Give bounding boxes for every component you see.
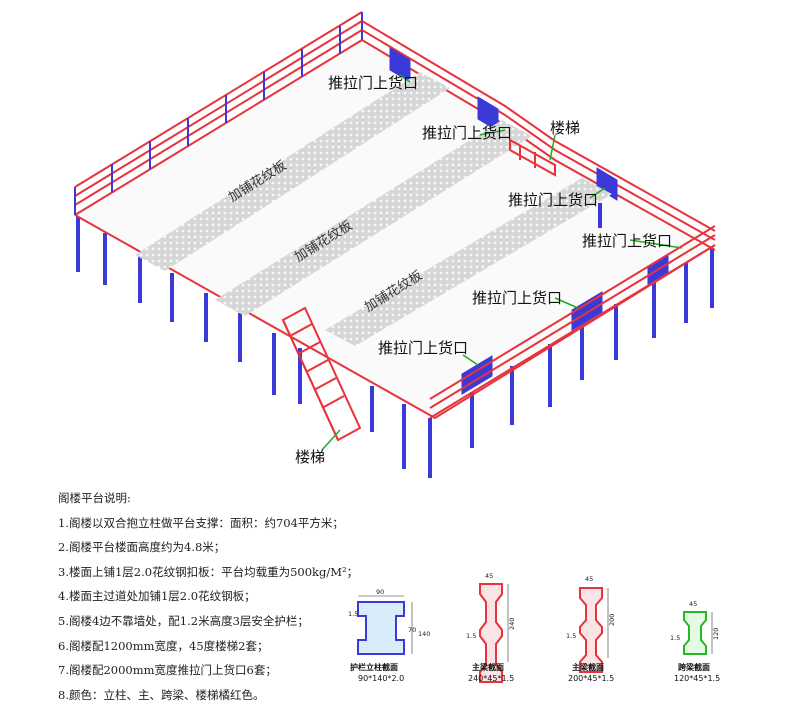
note-item: 3.楼面上铺1层2.0花纹钢扣板：平台均载重为500kg/M²； bbox=[58, 564, 359, 579]
walkway-2 bbox=[215, 120, 532, 316]
cross-section-size: 120*45*1.5 bbox=[674, 674, 720, 683]
section-post: 90 1.5 70 140 护栏立柱截面 90*140*2.0 bbox=[348, 588, 430, 683]
callout-door-right2: 推拉门上货口 bbox=[582, 232, 672, 250]
beam1-dim-thickness: 1.5 bbox=[466, 632, 476, 640]
section-cross-beam: 45 120 1.5 跨梁截面 120*45*1.5 bbox=[670, 600, 720, 683]
callout-door-mid: 推拉门上货口 bbox=[422, 124, 512, 142]
callout-stairs-front: 楼梯 bbox=[295, 448, 325, 466]
callout-stairs-top: 楼梯 bbox=[550, 119, 580, 137]
callout-door-front: 推拉门上货口 bbox=[378, 339, 468, 357]
beam2-section-size: 200*45*1.5 bbox=[568, 674, 614, 683]
beam1-section-title: 主梁截面 bbox=[472, 662, 504, 672]
section-main-beam-1: 45 240 1.5 主梁截面 240*45*1.5 bbox=[466, 572, 516, 683]
note-item: 2.阁楼平台楼面高度约为4.8米； bbox=[58, 540, 226, 555]
callout-door-right3: 推拉门上货口 bbox=[472, 289, 562, 307]
note-item: 5.阁楼4边不靠墙处，配1.2米高度3层安全护栏； bbox=[58, 613, 309, 628]
note-item: 4.楼面主过道处加铺1层2.0花纹钢板； bbox=[58, 589, 256, 604]
post-dim-thickness: 1.5 bbox=[348, 610, 358, 618]
door-panel-5 bbox=[571, 291, 603, 331]
beam1-dim-width: 45 bbox=[485, 572, 493, 580]
cross-dim-width: 45 bbox=[689, 600, 697, 608]
beam1-section-size: 240*45*1.5 bbox=[468, 674, 514, 683]
support-columns bbox=[76, 203, 714, 478]
callout-door-right1: 推拉门上货口 bbox=[508, 191, 598, 209]
door-panel-3 bbox=[596, 167, 618, 201]
beam2-dim-width: 45 bbox=[585, 575, 593, 583]
beam2-dim-height: 200 bbox=[608, 614, 616, 626]
callout-door-top: 推拉门上货口 bbox=[328, 74, 418, 92]
post-section-size: 90*140*2.0 bbox=[358, 674, 404, 683]
beam1-dim-height: 240 bbox=[508, 618, 516, 630]
walkway-3 bbox=[325, 178, 612, 346]
beam2-section-title: 主梁截面 bbox=[572, 662, 604, 672]
platform-notes: 阁楼平台说明: 1.阁楼以双合抱立柱做平台支撑：面积：约704平方米； 2.阁楼… bbox=[58, 486, 378, 707]
cross-section-title: 跨梁截面 bbox=[678, 662, 710, 672]
section-main-beam-2: 45 200 1.5 主梁截面 200*45*1.5 bbox=[566, 575, 616, 683]
back-railing-left bbox=[74, 11, 363, 216]
sliding-doors bbox=[389, 47, 669, 395]
railing-posts-left bbox=[74, 12, 363, 215]
cross-dim-height: 120 bbox=[712, 628, 720, 640]
front-railing-right bbox=[429, 225, 716, 419]
top-stairs bbox=[509, 138, 556, 177]
post-section-title: 护栏立柱截面 bbox=[350, 662, 398, 672]
post-dim-height: 140 bbox=[418, 630, 430, 638]
beam2-dim-thickness: 1.5 bbox=[566, 632, 576, 640]
walkway-1 bbox=[135, 72, 450, 271]
cross-dim-thickness: 1.5 bbox=[670, 634, 680, 642]
notes-title: 阁楼平台说明: bbox=[58, 491, 131, 505]
note-item: 1.阁楼以双合抱立柱做平台支撑：面积：约704平方米； bbox=[58, 515, 344, 530]
note-item: 8.颜色：立柱、主、跨梁、楼梯橘红色。 bbox=[58, 687, 265, 702]
front-stairs bbox=[281, 306, 362, 442]
walkways bbox=[135, 72, 612, 346]
note-item: 7.阁楼配2000mm宽度推拉门上货口6套； bbox=[58, 663, 277, 678]
post-dim-width: 90 bbox=[376, 588, 384, 596]
callout-leaders bbox=[321, 74, 683, 451]
note-item: 6.阁楼配1200mm宽度，45度楼梯2套； bbox=[58, 638, 269, 653]
